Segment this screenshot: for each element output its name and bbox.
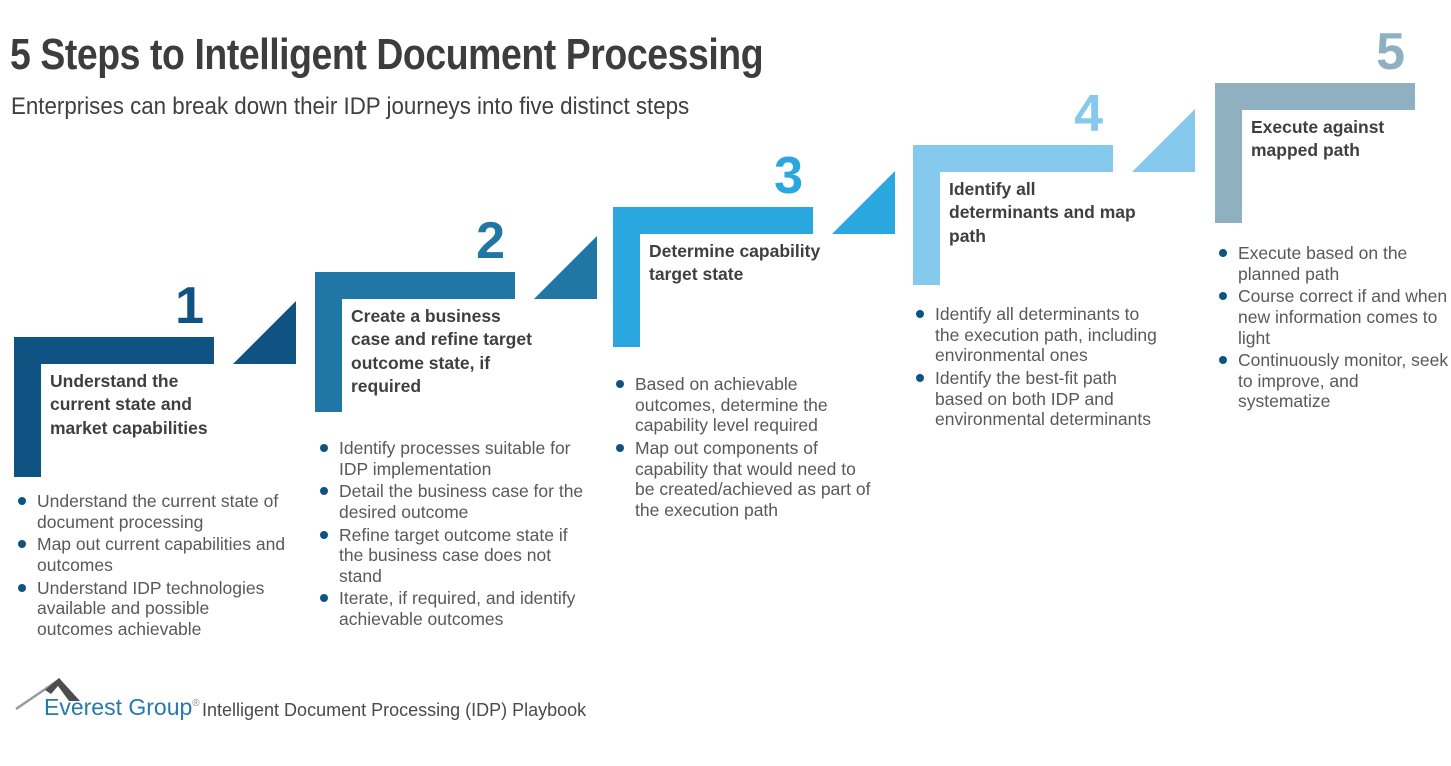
bullet-item: Map out current capabilities and outcome… [16, 534, 288, 575]
step-2-bar-vertical [315, 272, 342, 412]
step-2-arrow-triangle-icon [534, 236, 597, 299]
bullet-item: Identify processes suitable for IDP impl… [318, 438, 596, 479]
footer-caption: Intelligent Document Processing (IDP) Pl… [202, 700, 587, 720]
step-2-heading: Create a business case and refine target… [351, 306, 532, 396]
step-4-bar [913, 145, 1113, 172]
step-3-bar-vertical [613, 207, 640, 347]
logo-wordmark: Everest Group [44, 694, 193, 720]
step-5-number: 5 [1376, 23, 1405, 81]
step-2-bullets: Identify processes suitable for IDP impl… [318, 438, 596, 632]
step-4-heading: Identify all determinants and map path [949, 179, 1136, 246]
step-4-bar-vertical [913, 145, 940, 285]
bullet-item: Understand IDP technologies available an… [16, 578, 288, 640]
bullet-item: Iterate, if required, and identify achie… [318, 588, 596, 629]
bullet-item: Execute based on the planned path [1217, 243, 1449, 284]
everest-group-logo: Everest Group® [44, 694, 200, 721]
step-1-bar-vertical [14, 337, 41, 477]
step-3-bullets: Based on achievable outcomes, determine … [614, 374, 876, 522]
page-subtitle: Enterprises can break down their IDP jou… [11, 93, 690, 120]
step-1-arrow-triangle-icon [233, 301, 296, 364]
bullet-item: Based on achievable outcomes, determine … [614, 374, 876, 436]
bullet-item: Course correct if and when new informati… [1217, 286, 1449, 348]
step-2-number: 2 [476, 212, 505, 270]
step-1-number: 1 [175, 277, 204, 335]
step-5-bar [1215, 83, 1415, 110]
bullet-item: Understand the current state of document… [16, 491, 288, 532]
step-3-arrow-triangle-icon [832, 171, 895, 234]
step-3-heading: Determine capability target state [649, 241, 821, 285]
page-title: 5 Steps to Intelligent Document Processi… [10, 30, 764, 79]
bullet-item: Refine target outcome state if the busin… [318, 525, 596, 587]
footer: Everest Group® Intelligent Document Proc… [14, 672, 914, 732]
step-5-bar-vertical [1215, 83, 1242, 223]
step-2-bar [315, 272, 515, 299]
step-1-bullets: Understand the current state of document… [16, 491, 288, 641]
registered-mark: ® [192, 698, 200, 709]
step-3-bar [613, 207, 813, 234]
bullet-item: Continuously monitor, seek to improve, a… [1217, 350, 1449, 412]
step-1-heading: Understand the current state and market … [50, 371, 208, 438]
step-5-heading: Execute against mapped path [1251, 117, 1385, 161]
step-5: 5 Execute against mapped path [1215, 25, 1451, 283]
step-1-bar [14, 337, 214, 364]
bullet-item: Detail the business case for the desired… [318, 481, 596, 522]
bullet-item: Map out components of capability that wo… [614, 438, 876, 521]
step-4-bullets: Identify all determinants to the executi… [914, 304, 1160, 432]
mountain-peak-icon [15, 677, 80, 711]
bullet-item: Identify all determinants to the executi… [914, 304, 1160, 366]
step-4-number: 4 [1074, 85, 1103, 143]
step-3-number: 3 [774, 147, 803, 205]
step-4-arrow-triangle-icon [1132, 109, 1195, 172]
step-5-bullets: Execute based on the planned path Course… [1217, 243, 1449, 414]
bullet-item: Identify the best-fit path based on both… [914, 368, 1160, 430]
